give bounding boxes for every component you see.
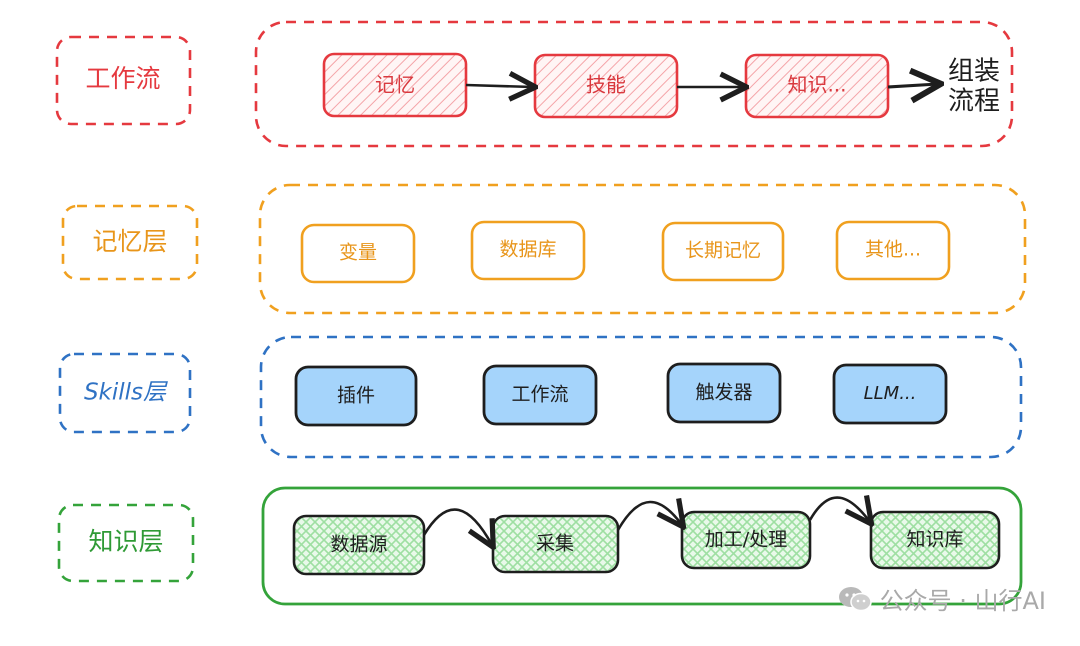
skills-node-trigger[interactable]: 触发器 xyxy=(666,362,782,424)
knowledge-arrow-2 xyxy=(616,502,682,530)
skills-layer-label: Skills层 xyxy=(84,380,168,406)
skills-node-workflow[interactable]: 工作流 xyxy=(482,364,598,426)
workflow-node-knowledge-label: 知识... xyxy=(787,73,846,97)
memory-node-other-label: 其他... xyxy=(865,239,921,261)
knowledge-node-processing[interactable]: 加工/处理 xyxy=(680,510,812,570)
wechat-icon xyxy=(838,585,872,613)
workflow-node-skills-label: 技能 xyxy=(586,73,626,97)
workflow-layer-label: 工作流 xyxy=(85,64,160,93)
workflow-arrow-1 xyxy=(465,85,533,87)
knowledge-node-knowledge-base-label: 知识库 xyxy=(906,529,963,551)
skills-node-workflow-label: 工作流 xyxy=(511,384,568,406)
watermark-text: 公众号 · 山行AI xyxy=(879,587,1046,615)
knowledge-layer-label: 知识层 xyxy=(88,527,163,556)
skills-node-plugin-label: 插件 xyxy=(337,385,375,407)
knowledge-node-collect[interactable]: 采集 xyxy=(491,514,620,574)
workflow-node-memory[interactable]: 记忆 xyxy=(322,52,468,118)
knowledge-layer-label-box xyxy=(57,503,195,583)
memory-node-variable-label: 变量 xyxy=(339,242,377,264)
knowledge-layer-container xyxy=(261,486,1023,606)
memory-node-database[interactable]: 数据库 xyxy=(470,220,586,281)
memory-node-other[interactable]: 其他... xyxy=(835,220,951,281)
memory-node-variable[interactable]: 变量 xyxy=(300,223,416,284)
memory-node-long-term[interactable]: 长期记忆 xyxy=(661,221,785,282)
memory-layer-label-box xyxy=(61,204,199,281)
workflow-node-memory-label: 记忆 xyxy=(375,73,415,97)
knowledge-arrow-1 xyxy=(422,508,492,545)
memory-layer-label: 记忆层 xyxy=(92,227,167,256)
knowledge-node-processing-label: 加工/处理 xyxy=(705,529,787,551)
knowledge-node-datasource-label: 数据源 xyxy=(330,534,387,556)
skills-node-trigger-label: 触发器 xyxy=(695,382,752,404)
workflow-arrow-3 xyxy=(887,84,938,87)
workflow-node-knowledge[interactable]: 知识... xyxy=(744,53,890,119)
workflow-result-line2: 流程 xyxy=(948,87,1000,117)
knowledge-node-datasource[interactable]: 数据源 xyxy=(292,514,426,576)
workflow-node-skills[interactable]: 技能 xyxy=(533,53,679,119)
workflow-layer-container xyxy=(254,20,1014,148)
knowledge-arrow-3 xyxy=(808,498,870,522)
skills-layer-container xyxy=(259,335,1023,459)
workflow-layer-label-box xyxy=(55,35,192,126)
watermark: 公众号 · 山行AI xyxy=(838,581,1046,616)
memory-node-long-term-label: 长期记忆 xyxy=(685,240,761,262)
skills-layer-label-box xyxy=(58,352,192,434)
knowledge-node-knowledge-base[interactable]: 知识库 xyxy=(869,510,1001,570)
memory-node-database-label: 数据库 xyxy=(499,239,556,261)
knowledge-node-collect-label: 采集 xyxy=(536,533,574,555)
skills-node-plugin[interactable]: 插件 xyxy=(294,365,418,427)
skills-node-llm-label: LLM... xyxy=(864,383,917,404)
workflow-result-line1: 组装 xyxy=(948,57,1000,87)
skills-node-llm[interactable]: LLM... xyxy=(832,363,948,425)
